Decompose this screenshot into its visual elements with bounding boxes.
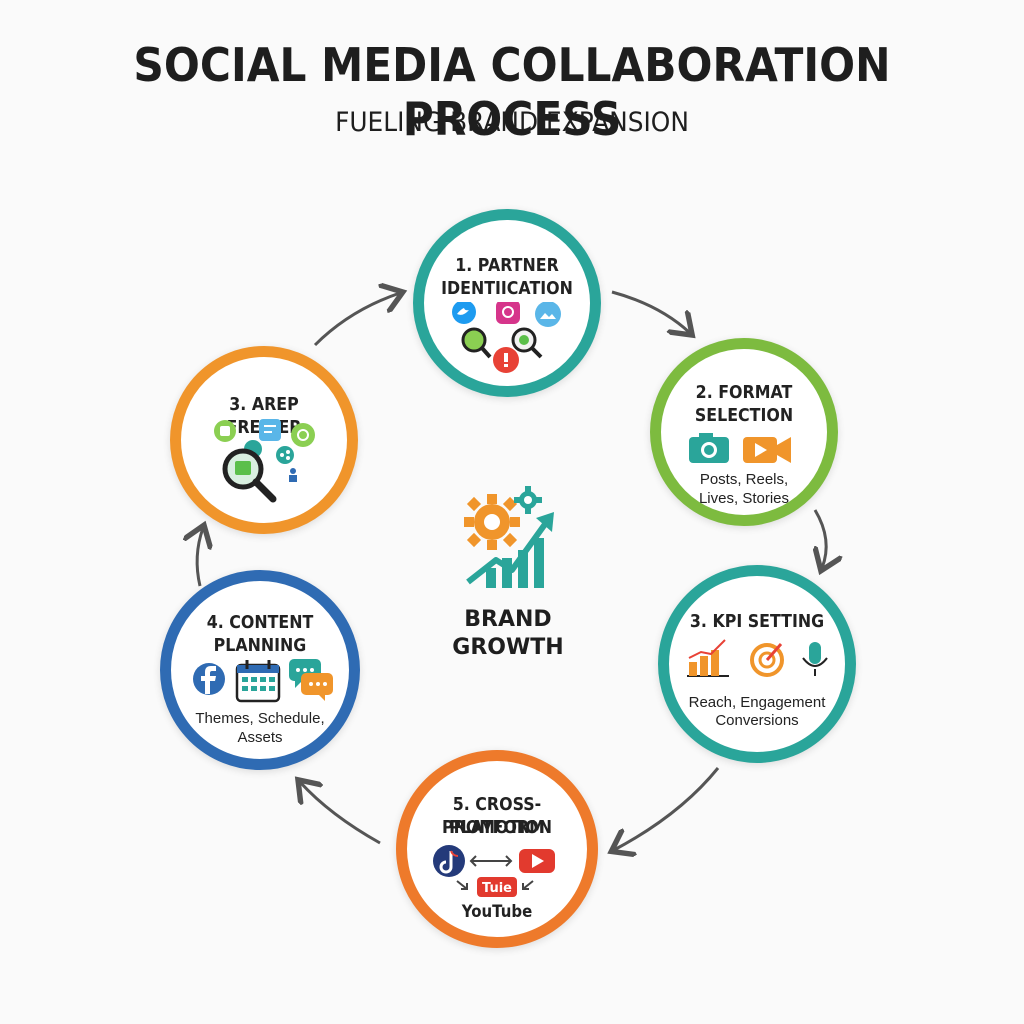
growth-arrow-icon bbox=[466, 518, 551, 585]
social-platforms-icon-cluster bbox=[452, 302, 561, 373]
step-format-selection[interactable]: 2. FORMAT SELECTION Posts, Reels, Lives,… bbox=[650, 338, 838, 526]
user-icon bbox=[214, 420, 236, 442]
badge-icon bbox=[477, 877, 517, 897]
step-title-line1: 3. KPI SETTING bbox=[689, 611, 825, 632]
image-icon bbox=[535, 302, 561, 327]
growth-gears-icon bbox=[464, 486, 554, 588]
arrow-kpi-to-cross bbox=[614, 767, 720, 850]
alert-icon bbox=[493, 347, 519, 373]
arrow-cross-to-content bbox=[300, 782, 381, 845]
cross-platform-icons: Tuie bbox=[433, 845, 555, 897]
center-label-line1: BRAND bbox=[464, 607, 552, 632]
step-title-line2: IDENTIICATION bbox=[441, 278, 573, 299]
target-icon bbox=[750, 643, 784, 677]
arrow-content-to-arep bbox=[197, 528, 203, 587]
step-title-line2: PLANNING bbox=[213, 635, 307, 656]
step-description-line2: Conversions bbox=[715, 712, 799, 729]
step-title-line1: 2. FORMAT bbox=[695, 382, 793, 403]
person-icon bbox=[284, 466, 302, 484]
youtube-icon bbox=[519, 849, 555, 873]
step-cross-platform-promotion[interactable]: 5. CROSS-PLATFORM PROMOTION Tuie YouTube bbox=[396, 750, 598, 948]
step-title-line1: 4. CONTENT bbox=[206, 612, 314, 633]
step-arep-frerier[interactable]: 3. AREP FRERIER bbox=[170, 346, 358, 534]
step-description-line1: Posts, Reels, bbox=[699, 471, 789, 488]
calendar-icon bbox=[235, 660, 281, 703]
step-description-line2: Assets bbox=[237, 729, 283, 746]
settings-icon bbox=[291, 423, 315, 447]
share-icon bbox=[276, 446, 294, 464]
chat-bubbles-icon bbox=[289, 659, 333, 701]
camera-icon bbox=[689, 433, 729, 463]
instagram-icon bbox=[496, 302, 520, 324]
small-gear-icon bbox=[514, 486, 542, 514]
arrow-down-right-icon bbox=[456, 880, 468, 890]
arrow-arep-to-partner bbox=[313, 293, 400, 347]
arrow-format-to-kpi bbox=[815, 509, 826, 568]
badge-label: Tuie bbox=[482, 881, 512, 896]
step-title-line1: 5. CROSS-PLATFORM bbox=[449, 794, 545, 838]
tiktok-icon bbox=[433, 845, 465, 877]
twitter-icon bbox=[452, 302, 476, 324]
step-kpi-setting[interactable]: 3. KPI SETTING Reach, Engagement Convers… bbox=[658, 565, 856, 763]
page-subtitle: FUELING BRAND EXPANSION bbox=[335, 107, 689, 138]
video-icon bbox=[743, 437, 791, 463]
step-content-planning[interactable]: 4. CONTENT PLANNING Themes, Schedule, As… bbox=[160, 570, 360, 770]
page-title: SOCIAL MEDIA COLLABORATION PROCESS bbox=[133, 38, 891, 146]
bar-chart-icon bbox=[687, 639, 729, 677]
content-planning-icons bbox=[193, 659, 333, 703]
step-title-line2: PROMOTION bbox=[442, 817, 552, 838]
arrow-partner-to-format bbox=[611, 290, 690, 333]
format-icons bbox=[689, 433, 791, 463]
search-icon-2 bbox=[511, 327, 543, 359]
growth-bars-icon bbox=[486, 538, 544, 588]
step-partner-identification[interactable]: 1. PARTNER IDENTIICATION bbox=[413, 209, 601, 397]
microphone-icon bbox=[802, 642, 828, 676]
research-icon-cluster bbox=[214, 419, 315, 503]
kpi-icons bbox=[687, 639, 828, 677]
arrow-down-left-icon bbox=[522, 880, 534, 890]
center-label: BRAND GROWTH bbox=[428, 606, 588, 662]
magnifier-icon bbox=[222, 448, 277, 503]
step-description-line1: YouTube bbox=[461, 902, 533, 922]
step-title-line2: SELECTION bbox=[694, 405, 794, 426]
gear-icon bbox=[464, 494, 520, 550]
step-description-line1: Reach, Engagement bbox=[688, 694, 826, 711]
facebook-icon bbox=[193, 663, 225, 695]
step-description-line1: Themes, Schedule, bbox=[195, 710, 325, 727]
step-title-line1: 1. PARTNER bbox=[455, 255, 559, 276]
search-icon bbox=[461, 327, 492, 359]
document-icon bbox=[259, 419, 281, 441]
center-label-line2: GROWTH bbox=[452, 635, 564, 660]
step-description-line2: Lives, Stories bbox=[698, 490, 790, 507]
swap-arrows-icon bbox=[469, 855, 513, 867]
